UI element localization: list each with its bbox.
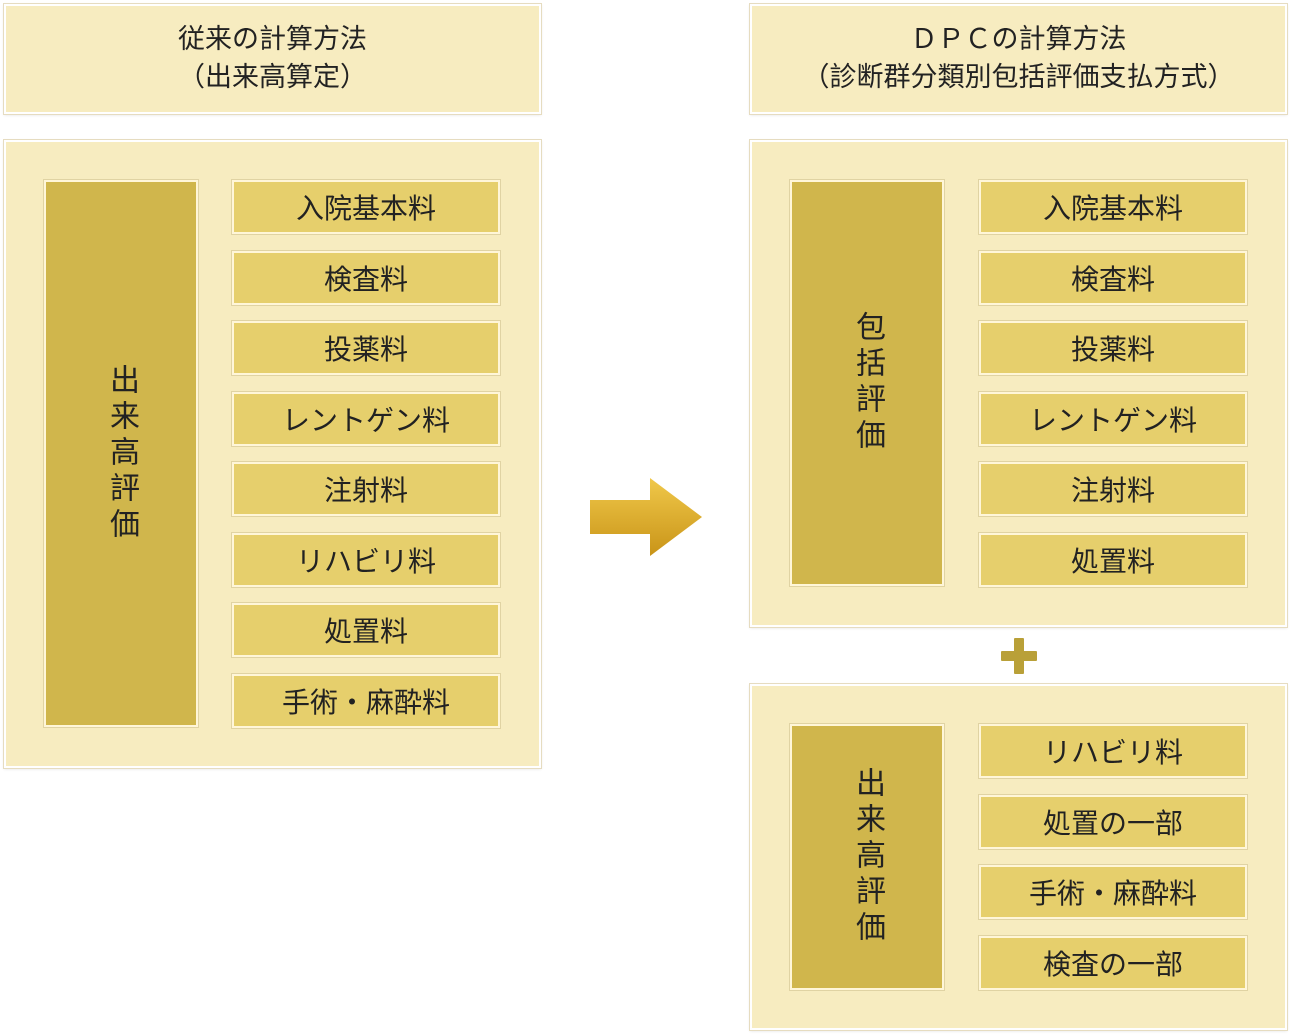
right-top-item: 検査料 (979, 251, 1247, 305)
right-top-vertical-label: 包括評価 (850, 311, 885, 455)
right-top-item: 注射料 (979, 462, 1247, 516)
left-item: レントゲン料 (232, 392, 500, 446)
right-top-item: 処置料 (979, 533, 1247, 587)
right-top-item: レントゲン料 (979, 392, 1247, 446)
left-item: リハビリ料 (232, 533, 500, 587)
right-heading-panel: ＤＰＣの計算方法 （診断群分類別包括評価支払方式） (750, 4, 1287, 114)
left-item: 入院基本料 (232, 180, 500, 234)
left-heading-panel: 従来の計算方法 （出来高算定） (4, 4, 541, 114)
right-bottom-item: リハビリ料 (979, 724, 1247, 778)
right-bottom-vertical-label: 出来高評価 (850, 767, 885, 947)
right-bottom-item: 手術・麻酔料 (979, 865, 1247, 919)
right-bottom-item: 処置の一部 (979, 795, 1247, 849)
right-top-vertical-box: 包括評価 (790, 180, 944, 586)
left-vertical-label: 出来高評価 (104, 363, 139, 544)
left-heading-line2: （出来高算定） (178, 62, 367, 93)
right-top-item: 入院基本料 (979, 180, 1247, 234)
right-bottom-vertical-box: 出来高評価 (790, 724, 944, 990)
right-heading-line2: （診断群分類別包括評価支払方式） (802, 62, 1235, 93)
left-vertical-box: 出来高評価 (44, 180, 198, 727)
plus-icon (1001, 638, 1037, 674)
left-item: 手術・麻酔料 (232, 674, 500, 728)
left-heading-line1: 従来の計算方法 (178, 24, 367, 55)
right-bottom-item: 検査の一部 (979, 936, 1247, 990)
right-heading-line1: ＤＰＣの計算方法 (910, 24, 1127, 55)
left-item: 注射料 (232, 462, 500, 516)
left-item: 検査料 (232, 251, 500, 305)
left-item: 処置料 (232, 603, 500, 657)
left-item: 投薬料 (232, 321, 500, 375)
right-top-item: 投薬料 (979, 321, 1247, 375)
right-arrow-icon (590, 478, 702, 556)
